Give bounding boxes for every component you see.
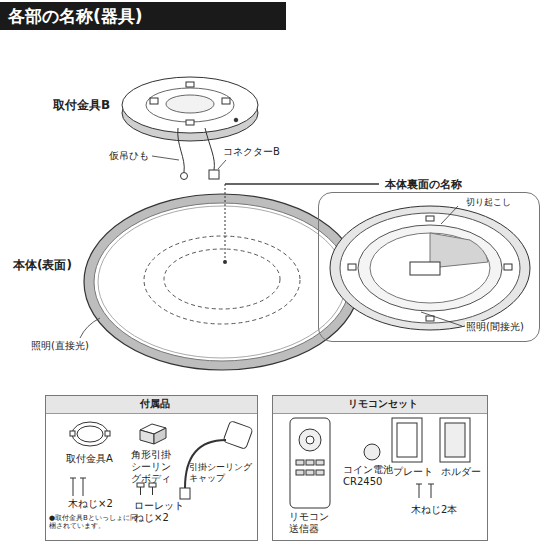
part-name: 取付金具B — [52, 98, 111, 112]
part-name: プレート — [393, 466, 433, 478]
box-heading: 付属品 — [48, 398, 261, 410]
leader-line — [80, 318, 100, 338]
coin-battery — [364, 444, 380, 460]
remote-set-box: リモコンセットリモコン送信器コイン電池CR2450プレートホルダー木ねじ2本 — [272, 395, 488, 541]
hanging-string — [178, 128, 185, 172]
inset-panel: 本体裏面の名称切り起こし照明(間接光) — [318, 192, 540, 342]
accessory-box: 付属品取付金具A 角形引掛シーリングボディ引掛シーリングキャップ木ねじ×2 ローレッ… — [45, 395, 258, 541]
part-name: リモコン送信器 — [289, 511, 333, 535]
ceiling-body — [140, 424, 166, 444]
title-band: 各部の名称(器具) — [0, 2, 286, 30]
leader-line — [225, 183, 379, 185]
part-name: 本体(表面) — [12, 258, 73, 272]
part-name: ●取付金具Bといっしょに同梱されています。 — [49, 514, 143, 531]
part-name: 仮吊ひも — [108, 150, 150, 162]
part-name: 角形引掛シーリングボディ — [131, 449, 173, 485]
part-name: 照明(間接光) — [465, 321, 525, 333]
part-name: 木ねじ×2 — [68, 498, 113, 510]
bracket-a — [70, 422, 110, 446]
leader-line — [421, 312, 462, 326]
part-name: 本体裏面の名称 — [384, 178, 463, 191]
leader-dot — [223, 260, 227, 264]
part-name: ローレットねじ×2 — [134, 500, 188, 524]
leader-line — [152, 156, 179, 160]
leader-line — [218, 160, 226, 169]
connector-b — [209, 170, 219, 179]
part-name: 引掛シーリングキャップ — [189, 462, 255, 484]
box-heading: リモコンセット — [275, 398, 491, 410]
connector-wire — [205, 128, 214, 170]
part-name: 取付金具A — [66, 453, 113, 465]
part-name: 照明(直接光) — [30, 340, 90, 352]
holder — [440, 418, 470, 462]
part-name: 切り起こし — [465, 197, 512, 208]
plate — [392, 418, 422, 462]
screw-icons — [416, 484, 434, 498]
body-back — [330, 206, 530, 330]
title-text: 各部の名称(器具) — [8, 5, 143, 27]
ceiling-cap — [180, 421, 253, 499]
leader-line — [225, 184, 226, 262]
leader-line — [441, 206, 458, 224]
part-name: ホルダー — [441, 466, 481, 478]
part-name: コイン電池CR2450 — [343, 464, 399, 488]
hook — [181, 173, 188, 180]
remote — [290, 418, 330, 508]
bracket-b — [122, 77, 258, 141]
part-name: コネクターB — [222, 146, 281, 158]
part-name: 木ねじ2本 — [411, 504, 457, 516]
